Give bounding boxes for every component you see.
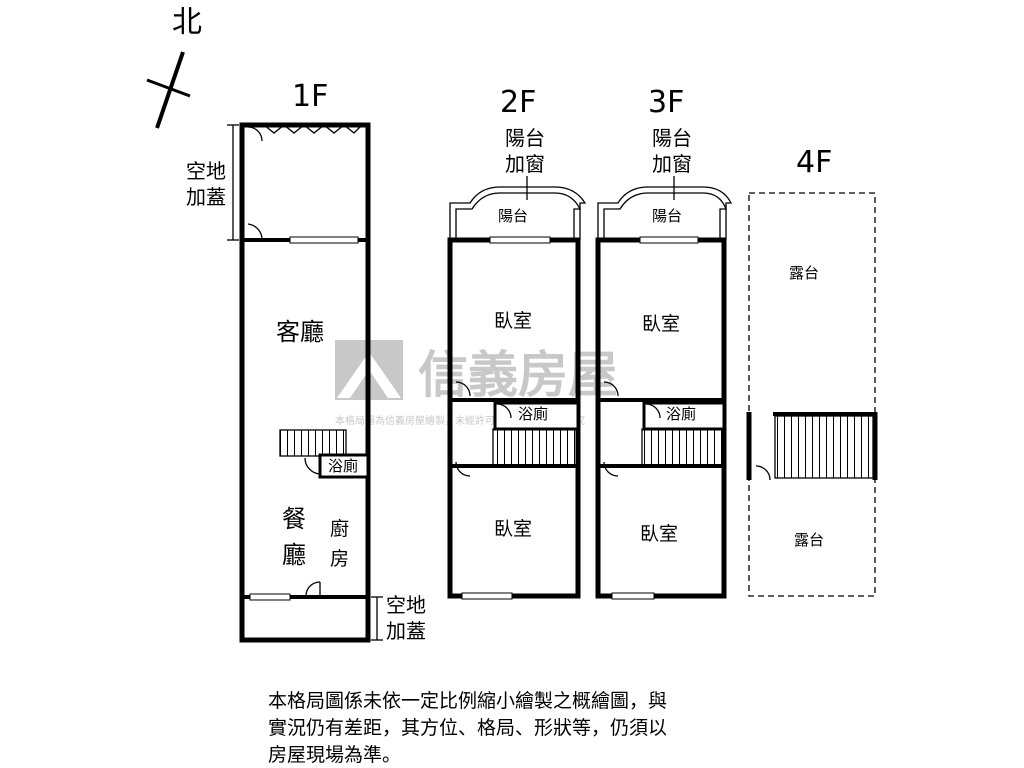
disclaimer-line3: 房屋現場為準。 <box>268 744 401 766</box>
1f-bathroom: 浴廁 <box>328 457 358 475</box>
1f-dining-line1: 餐 <box>282 505 306 533</box>
floor-1f: 1F 空地 加蓋 客廳 浴廁 餐 廳 廚 房 <box>186 79 426 643</box>
2f-balcony: 陽台 <box>498 207 528 225</box>
2f-balcony-callout-line1: 陽台 <box>505 126 545 150</box>
1f-living-room: 客廳 <box>276 318 324 346</box>
north-arrow: 北 <box>146 5 202 129</box>
3f-balcony: 陽台 <box>652 207 682 225</box>
1f-kitchen-line2: 房 <box>330 548 349 570</box>
3f-bathroom: 浴廁 <box>666 405 696 423</box>
4f-terrace-back: 露台 <box>794 531 824 549</box>
floor-3f-title: 3F <box>648 85 684 120</box>
floor-2f-title: 2F <box>500 85 536 120</box>
north-label: 北 <box>172 5 202 40</box>
1f-front-space-line1: 空地 <box>186 159 226 183</box>
2f-bathroom: 浴廁 <box>518 405 548 423</box>
disclaimer: 本格局圖係未依一定比例縮小繪製之概繪圖，與 實況仍有差距，其方位、格局、形狀等，… <box>268 690 667 766</box>
3f-balcony-callout-line1: 陽台 <box>652 126 692 150</box>
floor-1f-title: 1F <box>292 79 328 114</box>
disclaimer-line1: 本格局圖係未依一定比例縮小繪製之概繪圖，與 <box>268 690 667 712</box>
1f-front-space-line2: 加蓋 <box>186 185 226 209</box>
2f-balcony-callout-line2: 加窗 <box>505 152 545 176</box>
disclaimer-line2: 實況仍有差距，其方位、格局、形狀等，仍須以 <box>268 717 667 739</box>
3f-bedroom-front: 臥室 <box>642 313 680 335</box>
1f-back-space-line2: 加蓋 <box>386 619 426 643</box>
3f-balcony-callout-line2: 加窗 <box>652 152 692 176</box>
3f-bedroom-back: 臥室 <box>640 523 678 545</box>
floor-4f: 4F 露台 露台 <box>746 145 878 597</box>
floor-3f: 3F 陽台 加窗 陽台 臥室 浴廁 臥室 <box>595 85 733 600</box>
4f-terrace-front: 露台 <box>789 264 819 282</box>
floor-4f-title: 4F <box>796 145 832 180</box>
2f-bedroom-back: 臥室 <box>494 518 532 540</box>
1f-back-space-line1: 空地 <box>386 593 426 617</box>
1f-kitchen-line1: 廚 <box>330 517 349 540</box>
floor-2f: 2F 陽台 加窗 陽台 臥室 浴廁 臥室 <box>447 85 587 600</box>
1f-dining-line2: 廳 <box>282 541 306 569</box>
2f-bedroom-front: 臥室 <box>494 310 532 332</box>
